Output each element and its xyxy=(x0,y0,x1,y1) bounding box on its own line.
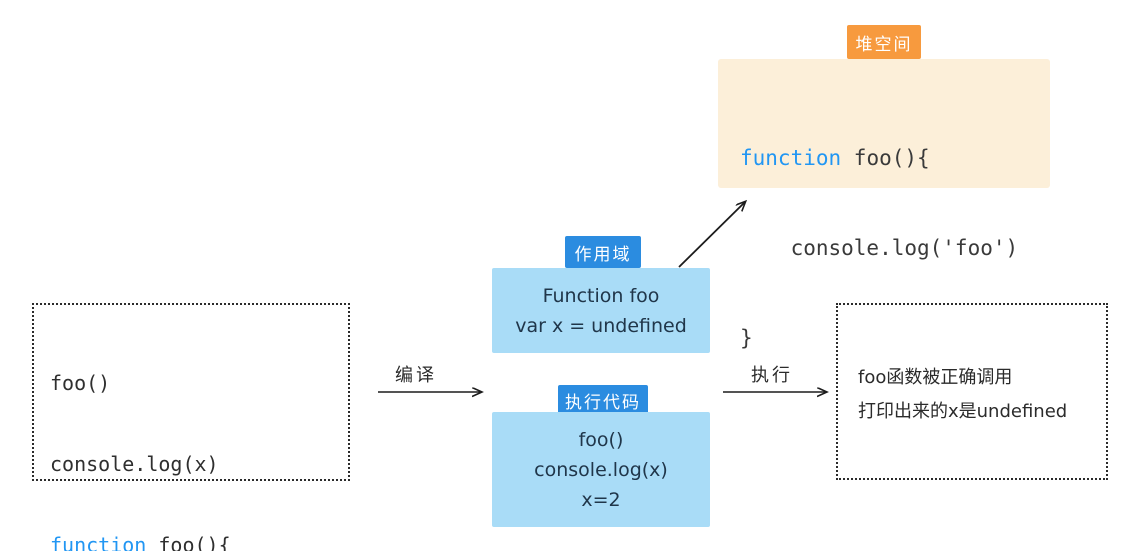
scope-line-2: var x = undefined xyxy=(515,314,687,337)
source-code-line-2: console.log(x) xyxy=(50,452,219,476)
result-line-1: foo函数被正确调用 xyxy=(858,367,1013,388)
execute-arrow-label: 执行 xyxy=(751,365,793,386)
exec-tag: 执行代码 xyxy=(558,385,648,415)
exec-panel: foo() console.log(x) x=2 xyxy=(492,412,710,527)
heap-code-text: function foo(){ console.log('foo') } xyxy=(740,83,1018,413)
heap-code-line-3: } xyxy=(740,326,753,350)
exec-line-2: console.log(x) xyxy=(534,458,668,481)
result-box: foo函数被正确调用 打印出来的x是undefined xyxy=(836,303,1108,480)
source-code-line-1: foo() xyxy=(50,371,111,395)
scope-tag-label: 作用域 xyxy=(574,244,632,265)
exec-tag-label: 执行代码 xyxy=(565,392,641,413)
scope-line-1: Function foo xyxy=(542,284,660,307)
exec-line-3: x=2 xyxy=(581,488,621,511)
heap-code-line-1: function foo(){ xyxy=(740,146,930,170)
scope-panel: Function foo var x = undefined xyxy=(492,268,710,353)
scope-tag: 作用域 xyxy=(565,236,641,268)
heap-panel: function foo(){ console.log('foo') } xyxy=(718,59,1050,350)
scope-to-heap-arrow xyxy=(678,202,745,268)
heap-tag: 堆空间 xyxy=(847,25,921,59)
heap-tag-label: 堆空间 xyxy=(855,34,913,55)
result-text: foo函数被正确调用 打印出来的x是undefined xyxy=(858,361,1067,429)
source-code-line-3: function foo(){ xyxy=(50,533,231,551)
source-code-box: foo() console.log(x) function foo(){ con… xyxy=(32,303,350,551)
source-code-text: foo() console.log(x) function foo(){ con… xyxy=(50,316,315,551)
exec-line-1: foo() xyxy=(578,428,624,451)
heap-code-line-2: console.log('foo') xyxy=(740,236,1019,260)
compile-arrow-label: 编译 xyxy=(395,365,437,386)
result-line-2: 打印出来的x是undefined xyxy=(858,401,1068,422)
